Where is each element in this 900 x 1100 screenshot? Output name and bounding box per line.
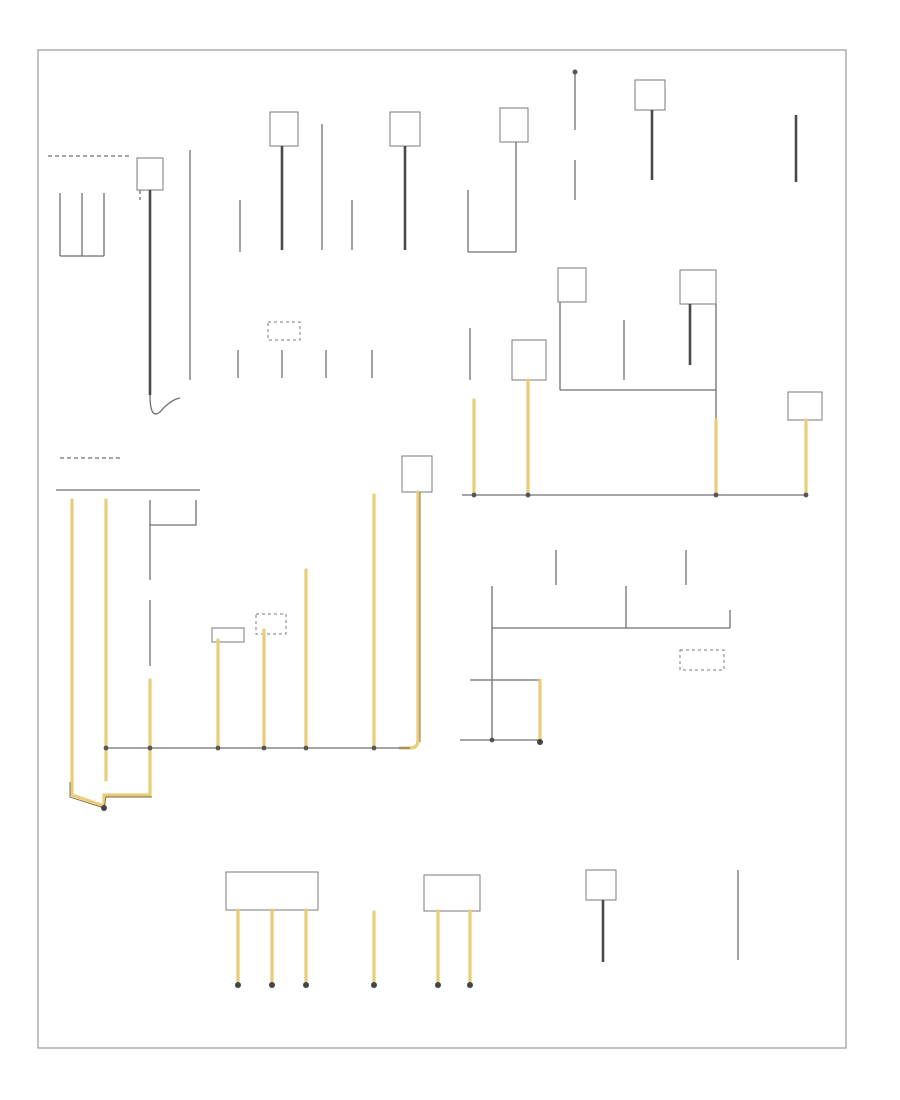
connector-box	[389, 111, 421, 147]
connector-box	[787, 391, 823, 421]
connector-box	[269, 111, 299, 147]
connector-box	[423, 874, 481, 912]
ground-point	[101, 805, 107, 811]
left-middle-circuits	[56, 455, 433, 811]
connector-box	[211, 627, 245, 643]
connector-box	[511, 339, 547, 381]
top-left-circuits	[48, 111, 421, 415]
top-center-circuits	[467, 69, 798, 253]
connector-box	[585, 869, 617, 901]
bottom-circuits	[225, 869, 739, 988]
connector-box	[255, 613, 287, 635]
connector-box	[634, 79, 666, 111]
connector-box	[679, 649, 725, 671]
connector-box	[679, 269, 717, 305]
connector-box	[225, 871, 319, 911]
connector-box	[401, 455, 433, 493]
connector-box	[499, 107, 529, 143]
right-middle-circuits	[462, 267, 823, 498]
connector-box	[136, 157, 164, 191]
connector-box	[557, 267, 587, 303]
diagram-frame	[37, 49, 847, 1049]
ground-point	[537, 739, 543, 745]
right-lower-circuits	[460, 550, 731, 745]
